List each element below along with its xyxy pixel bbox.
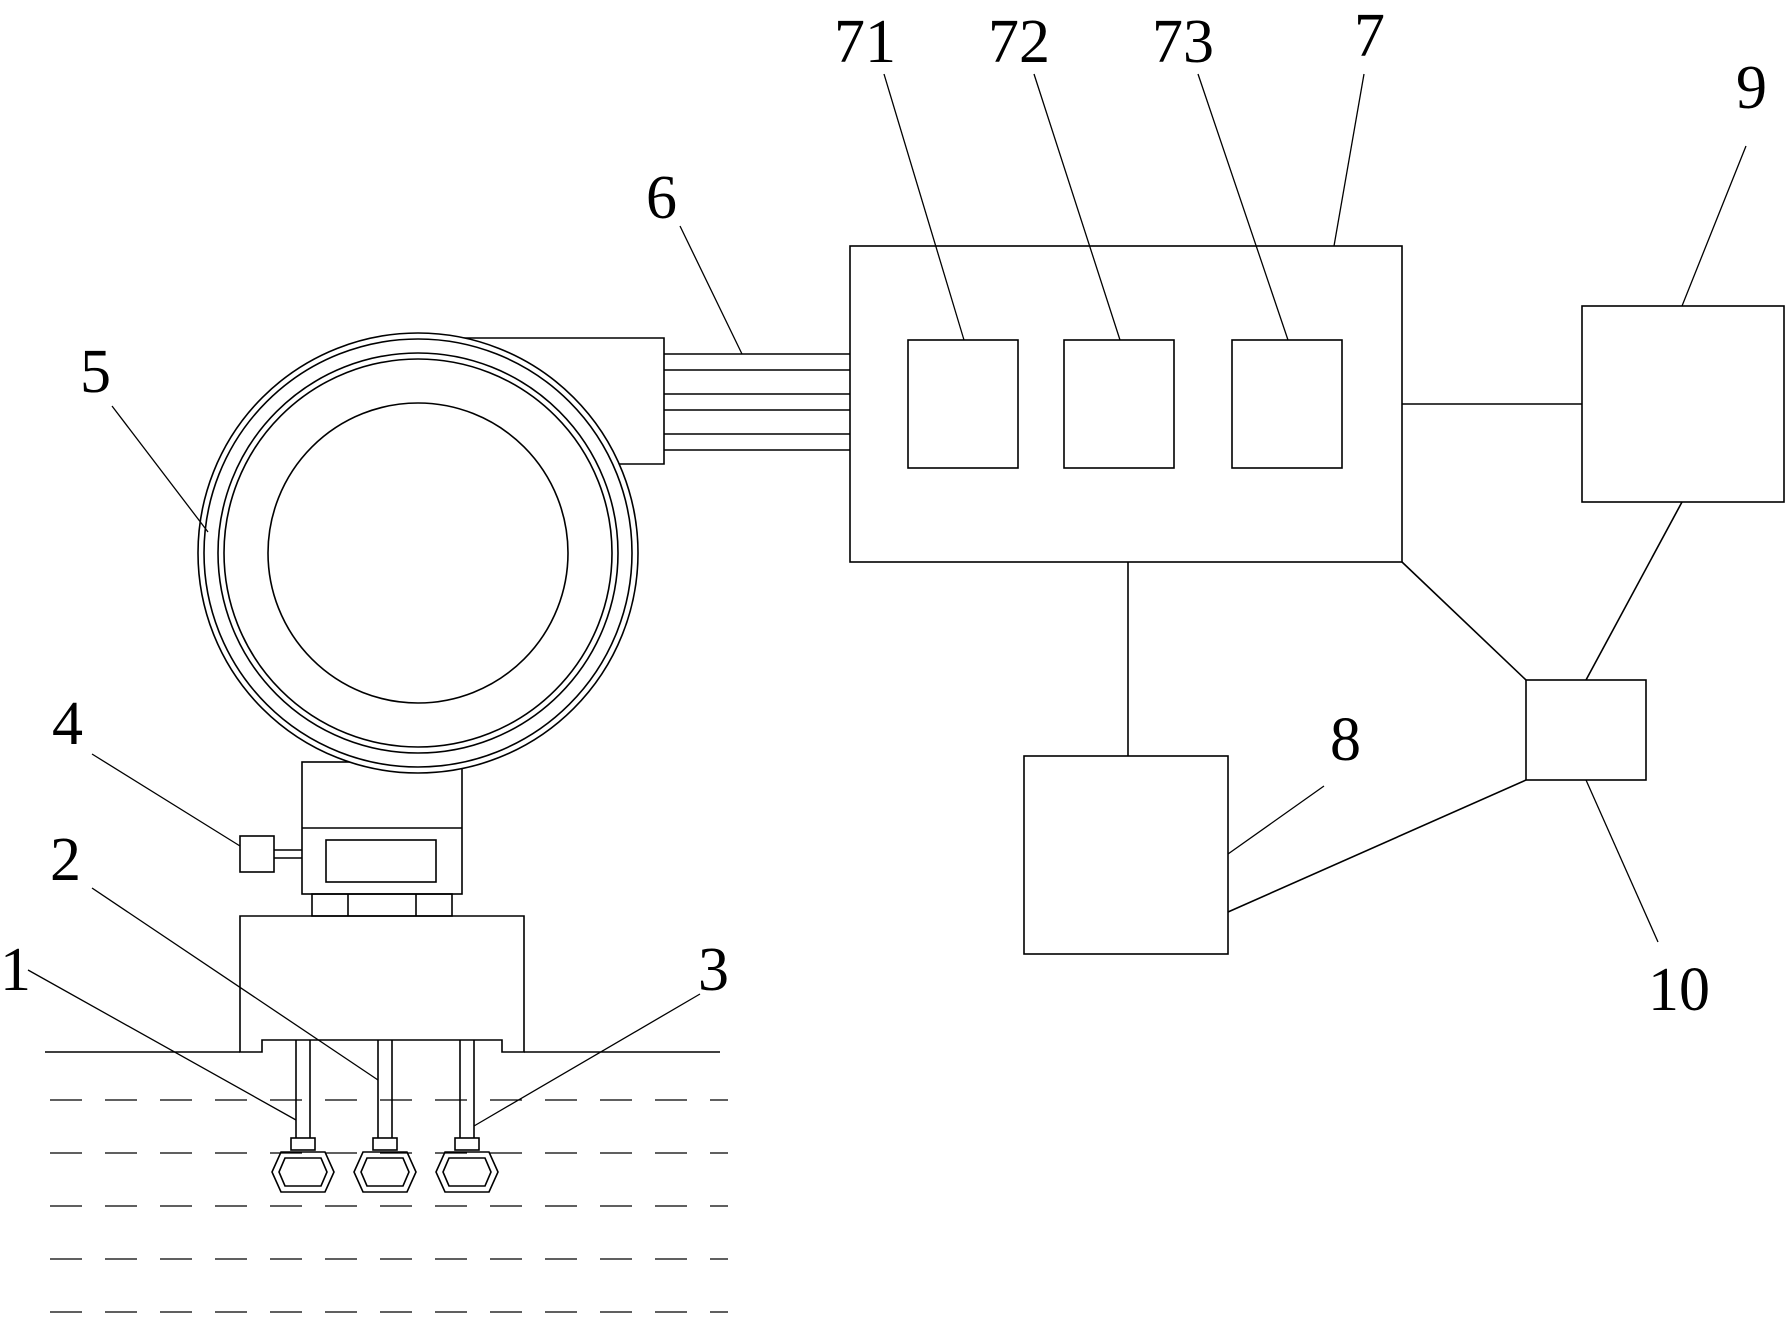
label-6: 6 bbox=[646, 164, 677, 232]
label-8: 8 bbox=[1330, 706, 1361, 774]
electrode-2 bbox=[353, 1040, 417, 1193]
leader-5 bbox=[111, 405, 209, 533]
leader-1 bbox=[27, 969, 297, 1121]
module-71 bbox=[907, 339, 1019, 469]
electrode-3 bbox=[435, 1040, 499, 1193]
label-71: 71 bbox=[834, 8, 896, 76]
leader-4 bbox=[91, 753, 241, 847]
water-dashes bbox=[50, 1099, 728, 1313]
leader-lines bbox=[27, 73, 1747, 1127]
label-4: 4 bbox=[52, 690, 83, 758]
label-5: 5 bbox=[80, 338, 111, 406]
label-9: 9 bbox=[1736, 54, 1767, 122]
label-10: 10 bbox=[1648, 956, 1710, 1024]
leader-8 bbox=[1227, 785, 1325, 855]
side-knob-4 bbox=[239, 835, 302, 873]
module-73 bbox=[1231, 339, 1343, 469]
reference-labels: 1 2 3 4 5 6 7 71 72 73 8 9 10 bbox=[0, 2, 1767, 1024]
ring-head-5 bbox=[197, 332, 665, 774]
controller-box-7 bbox=[849, 245, 1403, 563]
leader-9 bbox=[1681, 145, 1747, 307]
device-box-9 bbox=[1402, 305, 1785, 503]
module-72 bbox=[1063, 339, 1175, 469]
label-72: 72 bbox=[988, 8, 1050, 76]
display-housing bbox=[301, 761, 463, 895]
leader-3 bbox=[473, 993, 701, 1127]
leader-72 bbox=[1033, 73, 1121, 341]
label-7: 7 bbox=[1354, 2, 1385, 70]
label-2: 2 bbox=[50, 826, 81, 894]
leader-71 bbox=[883, 73, 965, 341]
device-box-10 bbox=[1227, 501, 1683, 913]
leader-2 bbox=[91, 887, 379, 1081]
cable-bundle-6 bbox=[664, 353, 850, 451]
electrode-1 bbox=[271, 1040, 335, 1193]
label-1: 1 bbox=[0, 936, 31, 1004]
neck-connectors bbox=[311, 893, 453, 917]
leader-7 bbox=[1333, 73, 1365, 247]
device-box-8 bbox=[1023, 562, 1229, 955]
label-3: 3 bbox=[698, 936, 729, 1004]
leader-6 bbox=[679, 225, 743, 355]
leader-10 bbox=[1585, 779, 1659, 943]
display-window bbox=[325, 839, 437, 883]
label-73: 73 bbox=[1152, 8, 1214, 76]
leader-73 bbox=[1197, 73, 1289, 341]
base-housing bbox=[239, 915, 525, 1053]
